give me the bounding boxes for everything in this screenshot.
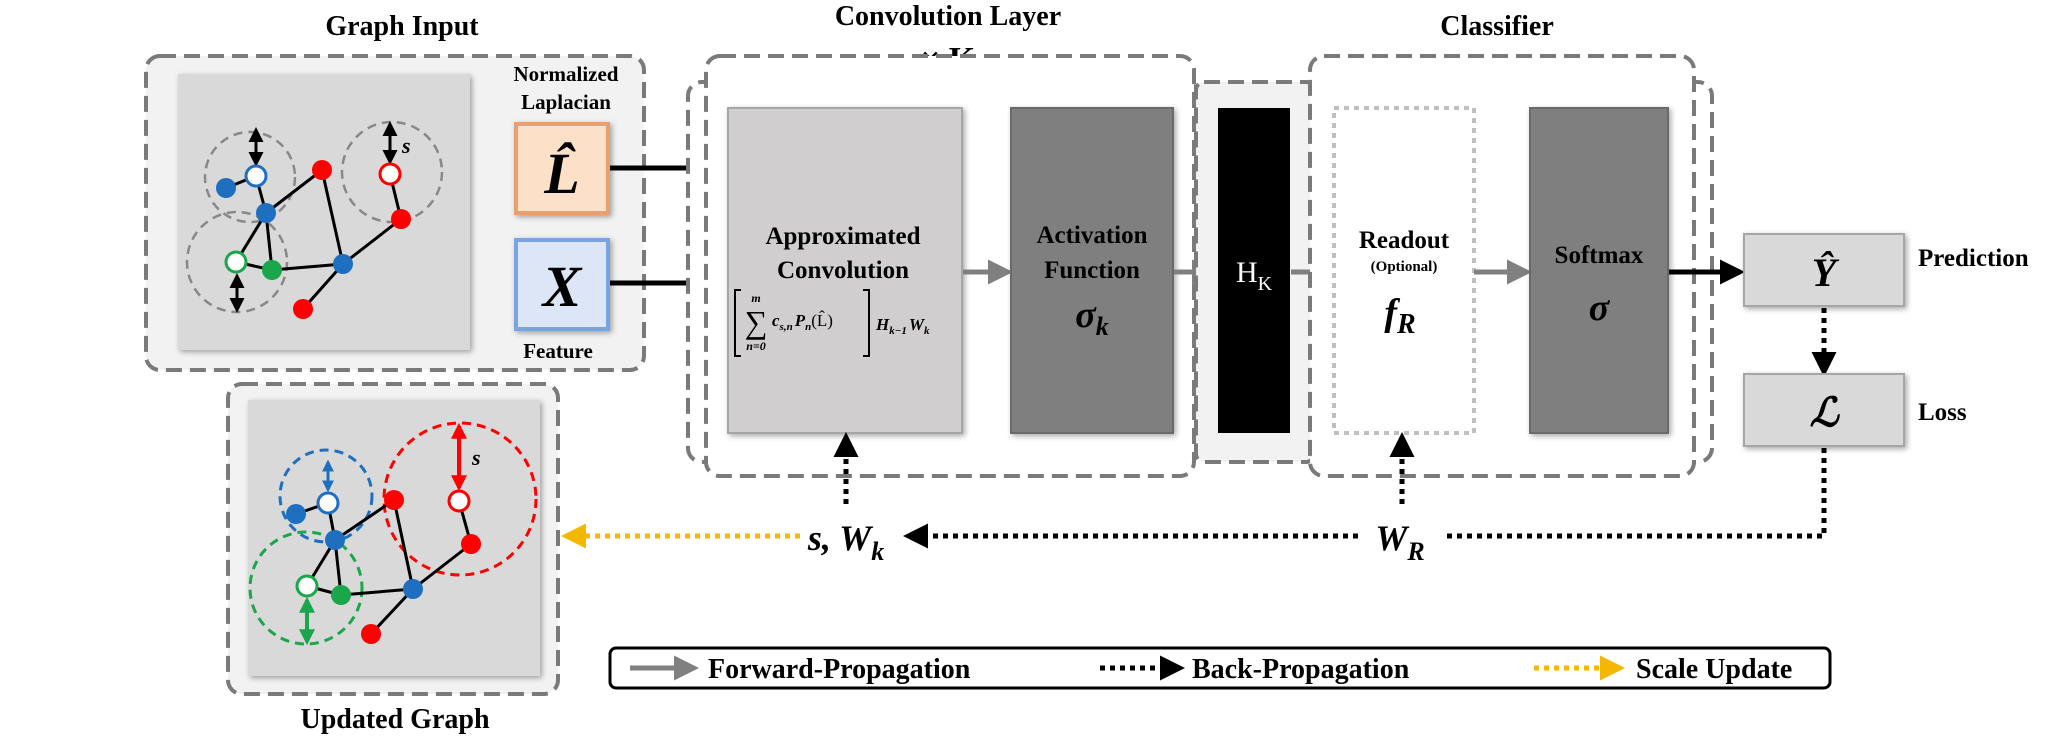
- readout-optional-label: (Optional): [1371, 259, 1438, 275]
- graph-edge: [392, 499, 415, 590]
- updated-graph-title: Updated Graph: [300, 704, 489, 735]
- input-graph: s: [185, 120, 444, 319]
- feature-symbol: X: [541, 254, 583, 319]
- formula-sum-top: m: [751, 291, 760, 305]
- receptive-field-circle: [248, 530, 364, 646]
- activation-symbol: σk: [1075, 294, 1108, 341]
- swk-label: s, Wk: [807, 518, 884, 566]
- graph-node: [295, 574, 319, 598]
- laplacian-caption: Laplacian: [521, 90, 611, 114]
- loss-box: [1743, 373, 1905, 447]
- graph-node: [391, 209, 411, 229]
- graph-node: [224, 250, 248, 274]
- graph-node: [331, 585, 351, 605]
- graph-node: [286, 504, 306, 524]
- graph-node: [256, 203, 276, 223]
- graph-edge: [412, 542, 472, 591]
- laplacian-box: [514, 122, 610, 215]
- prediction-label: Prediction: [1918, 245, 2029, 272]
- softmax-block: [1529, 107, 1669, 434]
- activation-block: [1010, 107, 1174, 434]
- graph-node: [378, 162, 402, 186]
- activation-label: Function: [1044, 257, 1140, 284]
- graph-node: [293, 299, 313, 319]
- approx-convolution-block: [727, 107, 963, 434]
- loss-symbol: ℒ: [1810, 390, 1841, 435]
- wr-label: WR: [1375, 518, 1424, 566]
- updated-graph: s: [248, 421, 538, 646]
- graph-node: [312, 160, 332, 180]
- scale-label: s: [471, 445, 481, 470]
- laplacian-caption: Normalized: [514, 62, 619, 86]
- laplacian-symbol: L̂: [543, 141, 579, 206]
- loss-label: Loss: [1918, 399, 1967, 426]
- graph-node: [461, 534, 481, 554]
- prediction-box: [1743, 233, 1905, 307]
- softmax-label: Softmax: [1555, 242, 1644, 269]
- receptive-field-circle: [382, 421, 538, 577]
- graph-node: [325, 530, 345, 550]
- softmax-symbol: σ: [1589, 287, 1611, 329]
- graph-node: [316, 491, 340, 515]
- graph-edge: [342, 217, 402, 266]
- formula-sum-symbol: ∑: [745, 304, 768, 340]
- approx-convolution-label: Convolution: [777, 257, 909, 284]
- graph-edge: [340, 587, 414, 597]
- legend-backward-label: Back-Propagation: [1192, 654, 1410, 685]
- scale-label: s: [401, 133, 411, 158]
- graph-edge: [320, 169, 345, 265]
- graph-edge: [265, 168, 323, 215]
- hk-symbol: HK: [1236, 256, 1273, 295]
- graph-input-title: Graph Input: [325, 11, 479, 42]
- prediction-symbol: Ŷ: [1812, 250, 1840, 295]
- receptive-field-circle: [278, 448, 374, 544]
- graph-node: [384, 490, 404, 510]
- graph-edge: [301, 263, 345, 310]
- graph-node: [361, 624, 381, 644]
- graph-edge: [369, 587, 415, 636]
- convolution-layer-title: Convolution Layer: [835, 1, 1061, 32]
- graph-node: [262, 260, 282, 280]
- feature-caption: Feature: [523, 339, 593, 363]
- feature-box: [514, 238, 610, 331]
- graph-node: [403, 579, 423, 599]
- legend-box: [608, 646, 1832, 690]
- graph-node: [216, 178, 236, 198]
- readout-label: Readout: [1359, 227, 1450, 254]
- classifier-title: Classifier: [1440, 11, 1554, 42]
- approx-convolution-label: Approximated: [765, 223, 920, 250]
- legend-forward-label: Forward-Propagation: [708, 654, 971, 685]
- graph-edge: [334, 498, 395, 542]
- loss-backprop-line: [1442, 448, 1827, 539]
- hk-block: [1218, 108, 1290, 433]
- graph-node: [333, 254, 353, 274]
- activation-label: Activation: [1036, 222, 1147, 249]
- legend-scale-label: Scale Update: [1636, 654, 1792, 685]
- graph-node: [447, 489, 471, 513]
- graph-node: [244, 164, 268, 188]
- graph-edge: [271, 262, 344, 272]
- readout-symbol: fR: [1384, 292, 1415, 340]
- formula-sum-bottom: n=0: [746, 339, 766, 353]
